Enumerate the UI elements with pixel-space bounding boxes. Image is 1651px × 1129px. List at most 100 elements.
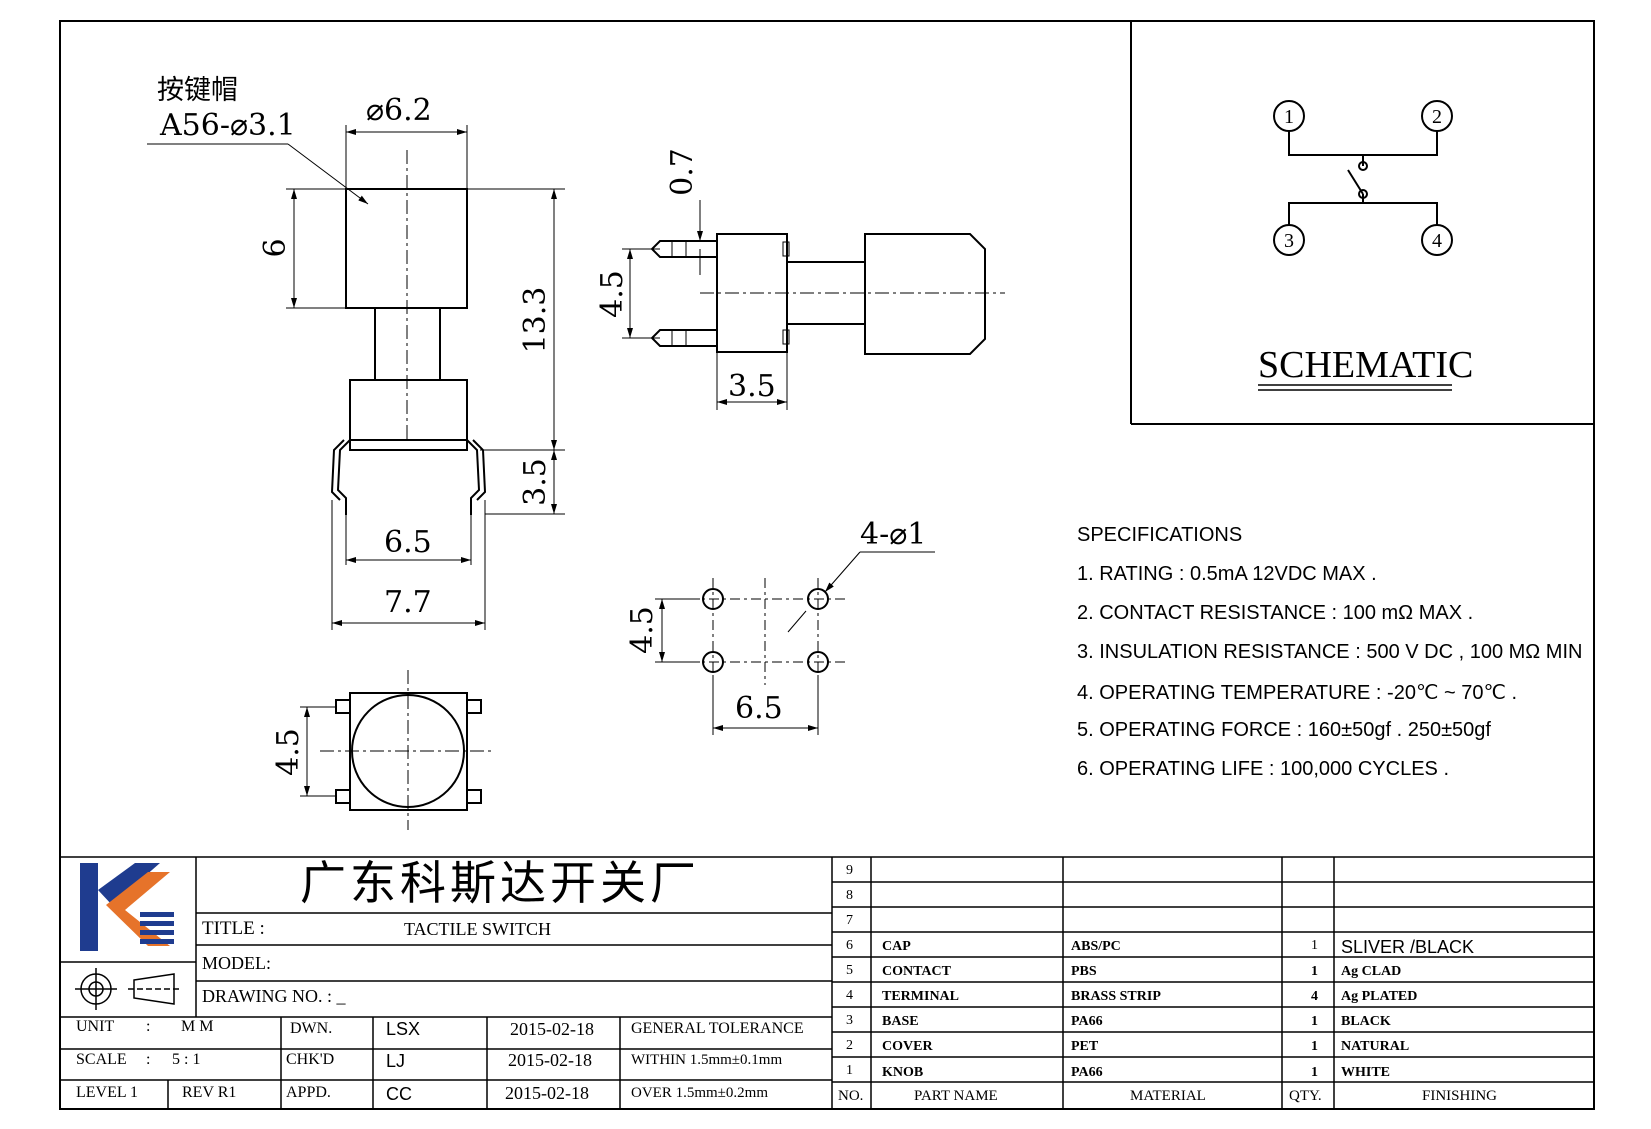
dim-total-height: 13.3 <box>518 287 553 354</box>
bom-qty: 1 <box>1311 964 1318 979</box>
bom-material: ABS/PC <box>1071 939 1121 954</box>
bom-qty: 1 <box>1311 938 1318 953</box>
bom-finishing: WHITE <box>1341 1065 1391 1080</box>
bom-material: PA66 <box>1071 1014 1103 1029</box>
dim-leg-height: 3.5 <box>518 458 553 506</box>
chk-name: LJ <box>386 1051 406 1071</box>
bom-no: 2 <box>846 1038 853 1053</box>
dim-top-45: 4.5 <box>271 728 306 776</box>
company-name: 广东科斯达开关厂 <box>300 856 700 910</box>
company-logo <box>80 863 174 951</box>
keycap-label-cn: 按键帽 <box>157 75 238 105</box>
appd-label: APPD. <box>286 1084 331 1101</box>
unit-value: M M <box>181 1018 214 1035</box>
bom-finishing: BLACK <box>1341 1014 1391 1029</box>
unit-sep: : <box>146 1018 151 1035</box>
level: LEVEL 1 <box>76 1084 139 1101</box>
dim-lead-span: 7.7 <box>384 585 432 620</box>
bom-part: TERMINAL <box>882 989 960 1004</box>
model-label: MODEL: <box>202 953 271 973</box>
bom-no: 4 <box>846 988 853 1003</box>
hole-dims <box>655 551 935 735</box>
bom-empty-no: 9 <box>846 863 853 878</box>
rev: REV R1 <box>182 1084 237 1101</box>
bom-finishing: SLIVER /BLACK <box>1341 937 1475 957</box>
schematic-title: SCHEMATIC <box>1258 344 1473 386</box>
bom-empty-no: 7 <box>846 913 853 928</box>
hole-pattern <box>688 578 845 685</box>
sheet-border <box>59 20 1595 1110</box>
bom-qty: 1 <box>1311 1065 1318 1080</box>
bom-header-no: NO. <box>838 1088 864 1104</box>
bom-part: KNOB <box>882 1065 924 1080</box>
bom-material: PA66 <box>1071 1065 1103 1080</box>
bom-header-qty: QTY. <box>1289 1088 1322 1104</box>
dwn-date: 2015-02-18 <box>510 1019 594 1039</box>
drawing-no-label: DRAWING NO. : _ <box>202 986 346 1006</box>
title-label: TITLE : <box>202 918 265 939</box>
dim-cap-height: 6 <box>258 238 293 257</box>
tolerance-over: OVER 1.5mm±0.2mm <box>631 1085 768 1101</box>
spec-item: 5. OPERATING FORCE : 160±50gf . 250±50gf <box>1077 719 1491 741</box>
bom-header-finishing: FINISHING <box>1422 1088 1497 1104</box>
bom-material: BRASS STRIP <box>1071 989 1161 1004</box>
bom-no: 6 <box>846 938 853 953</box>
spec-item: 3. INSULATION RESISTANCE : 500 V DC , 10… <box>1077 641 1583 663</box>
bom-header-material: MATERIAL <box>1130 1088 1206 1104</box>
specifications-heading: SPECIFICATIONS <box>1077 524 1243 546</box>
dimension-labels: 按键帽 A56-⌀3.1 ⌀6.2 6 13.3 3.5 6.5 7.7 0.7… <box>157 75 926 776</box>
dim-holes: 4-⌀1 <box>860 517 926 552</box>
bom-no: 1 <box>846 1063 853 1078</box>
bom-finishing: Ag PLATED <box>1341 989 1418 1004</box>
dwn-label: DWN. <box>290 1020 333 1037</box>
dim-side-45: 4.5 <box>595 270 630 318</box>
projection-symbol <box>75 968 180 1010</box>
spec-item: 6. OPERATING LIFE : 100,000 CYCLES . <box>1077 758 1450 780</box>
dim-pitch: 0.7 <box>665 148 700 196</box>
dim-hole-65: 6.5 <box>735 691 783 726</box>
scale-value: 5 : 1 <box>172 1051 201 1068</box>
spec-item: 4. OPERATING TEMPERATURE : -20℃ ~ 70℃ . <box>1077 682 1518 704</box>
spec-item: 1. RATING : 0.5mA 12VDC MAX . <box>1077 563 1377 585</box>
bom-empty-no: 8 <box>846 888 853 903</box>
top-view <box>320 670 495 830</box>
chk-date: 2015-02-18 <box>508 1050 592 1070</box>
bom-finishing: Ag CLAD <box>1341 964 1402 979</box>
dim-cap-diameter: ⌀6.2 <box>366 93 432 128</box>
bom-part: CONTACT <box>882 964 951 979</box>
bom-material: PBS <box>1071 964 1097 979</box>
bom-part: BASE <box>882 1014 919 1029</box>
title-value: TACTILE SWITCH <box>404 919 552 939</box>
dim-hole-45: 4.5 <box>625 606 660 654</box>
bom-qty: 4 <box>1311 989 1318 1004</box>
appd-name: CC <box>386 1084 412 1104</box>
side-dims <box>622 200 788 410</box>
bom-header-part: PART NAME <box>914 1088 998 1104</box>
bom-part: COVER <box>882 1039 933 1054</box>
schematic: 1 2 3 4 SCHEMATIC <box>1130 21 1594 425</box>
pin-4: 4 <box>1432 230 1442 252</box>
tolerance-within: WITHIN 1.5mm±0.1mm <box>631 1052 783 1068</box>
pin-2: 2 <box>1432 106 1442 128</box>
dwn-name: LSX <box>386 1019 421 1039</box>
spec-item: 2. CONTACT RESISTANCE : 100 mΩ MAX . <box>1077 602 1474 624</box>
dim-side-35: 3.5 <box>728 369 776 404</box>
front-view <box>330 150 487 515</box>
side-view <box>650 233 1005 355</box>
scale-label: SCALE <box>76 1051 127 1068</box>
appd-date: 2015-02-18 <box>505 1083 589 1103</box>
bom-no: 3 <box>846 1013 853 1028</box>
chk-label: CHK'D <box>286 1051 335 1068</box>
scale-sep: : <box>146 1051 151 1068</box>
front-dims <box>147 125 565 630</box>
bom-part: CAP <box>882 939 911 954</box>
unit-label: UNIT <box>76 1018 115 1035</box>
dim-body-width: 6.5 <box>384 525 432 560</box>
bom-finishing: NATURAL <box>1341 1039 1410 1054</box>
keycap-label: A56-⌀3.1 <box>159 108 296 143</box>
top-dims <box>300 706 336 797</box>
pin-3: 3 <box>1284 230 1294 252</box>
bom-qty: 1 <box>1311 1014 1318 1029</box>
